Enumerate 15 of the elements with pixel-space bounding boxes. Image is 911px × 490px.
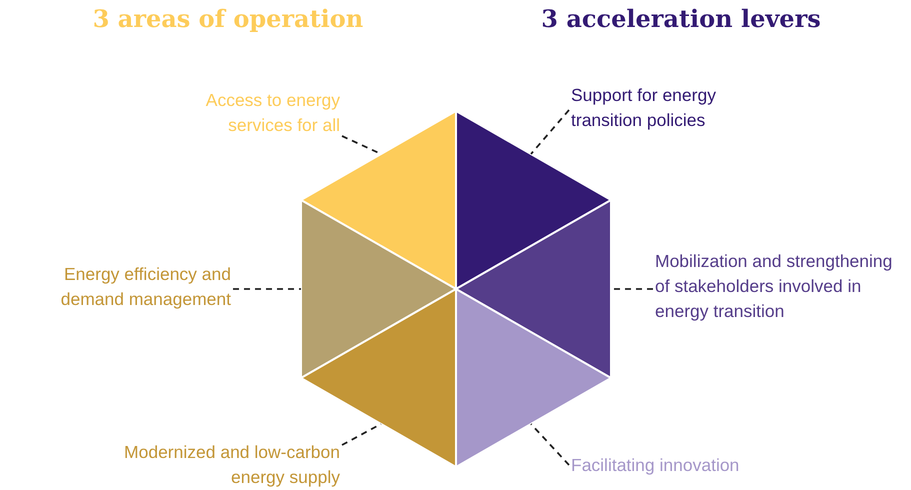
callout-text: Modernized and low-carbon energy supply xyxy=(90,440,340,490)
triangle-segment xyxy=(455,199,612,379)
callout-text: Facilitating innovation xyxy=(571,453,791,478)
column-heading: 3 areas of operation xyxy=(92,4,364,33)
callout-text: Support for energy transition policies xyxy=(571,83,771,133)
callout-text: Energy efficiency and demand management xyxy=(0,262,231,312)
leader-line xyxy=(530,423,570,466)
leader-line xyxy=(342,423,382,446)
leader-line xyxy=(233,288,301,290)
callout-text: Mobilization and strengthening of stakeholders involved in energy transition xyxy=(655,249,911,324)
callout-text: Access to energy services for all xyxy=(150,88,340,138)
leader-line xyxy=(611,288,653,290)
triangle-segment xyxy=(300,199,457,379)
leader-line xyxy=(530,109,570,155)
column-heading: 3 acceleration levers xyxy=(540,4,822,33)
